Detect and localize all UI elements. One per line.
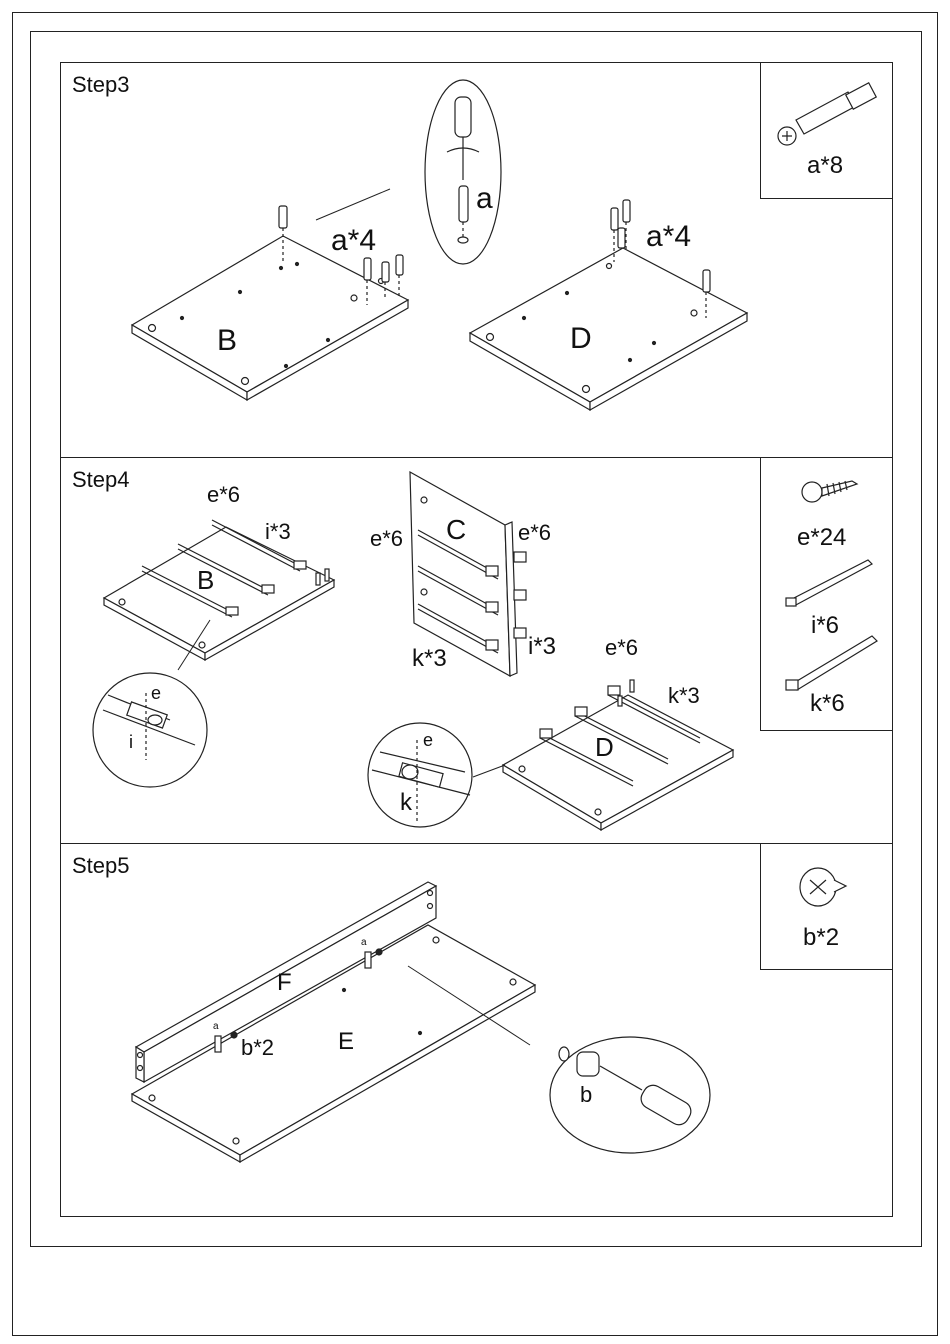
mark-a-1: a	[361, 938, 367, 948]
detail-letter-b: b	[580, 1084, 592, 1106]
hardware-qty-b: b*2	[803, 926, 839, 950]
b-qty-callout: b*2	[241, 1037, 274, 1059]
cam-lock-icon	[800, 868, 846, 906]
board-e-label: E	[338, 1030, 354, 1054]
step5-detail-oval	[550, 1037, 710, 1153]
board-f-label: F	[277, 971, 292, 995]
mark-a-2: a	[213, 1022, 219, 1032]
